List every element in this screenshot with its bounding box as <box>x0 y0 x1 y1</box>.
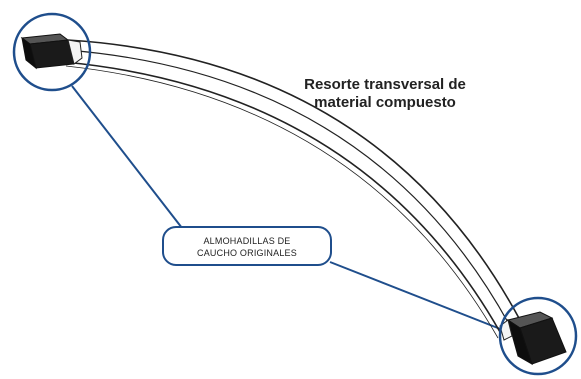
rubber-pad-right <box>499 311 567 366</box>
rubber-pad-left <box>20 33 83 70</box>
rubber-pads-callout: ALMOHADILLAS DE CAUCHO ORIGINALES <box>162 226 332 266</box>
spring-title: Resorte transversal de material compuest… <box>270 76 500 112</box>
composite-spring <box>63 39 521 339</box>
spring-title-line-2: material compuesto <box>314 94 456 111</box>
leader-line-left <box>71 85 183 229</box>
highlight-circle-left <box>12 12 92 92</box>
callout-line-1: ALMOHADILLAS DE <box>203 236 291 246</box>
callout-line-2: CAUCHO ORIGINALES <box>197 248 297 258</box>
highlight-circle-right <box>498 296 578 376</box>
spring-title-line-1: Resorte transversal de <box>304 76 466 93</box>
leader-line-right <box>329 261 509 333</box>
